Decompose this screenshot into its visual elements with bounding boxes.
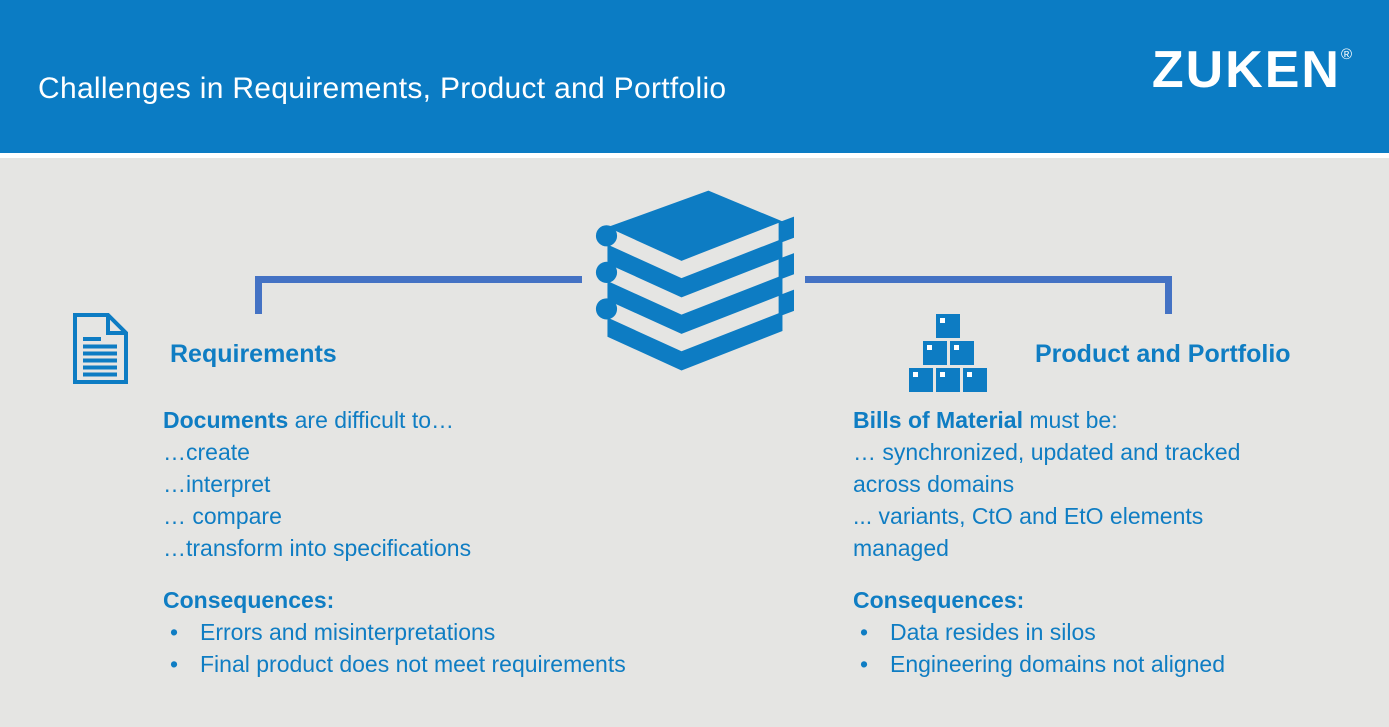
requirements-intro-bold: Documents: [163, 407, 289, 433]
consequences-heading: Consequences:: [163, 587, 335, 613]
bullet-marker: •: [170, 619, 179, 645]
consequence-text: Errors and misinterpretations: [200, 619, 496, 645]
bom-consequences: Consequences: • Data resides in silos • En…: [853, 584, 1389, 680]
bom-line: managed: [853, 535, 949, 561]
connector-right-horizontal: [805, 276, 1172, 283]
bullet-marker: •: [170, 651, 179, 677]
requirements-intro-rest: are difficult to…: [288, 407, 455, 433]
consequence-text: Final product does not meet requirements: [200, 651, 626, 677]
zuken-logo: ZUKEN®: [1152, 44, 1352, 96]
document-icon: [73, 313, 128, 384]
consequences-heading: Consequences:: [853, 587, 1025, 613]
requirements-consequences: Consequences: • Errors and misinterpretat…: [163, 584, 723, 680]
bullet-marker: •: [860, 651, 869, 677]
consequence-text: Data resides in silos: [890, 619, 1096, 645]
requirements-line: …interpret: [163, 471, 271, 497]
consequence-item: • Data resides in silos: [853, 616, 1389, 648]
bom-intro-bold: Bills of Material: [853, 407, 1023, 433]
consequence-item: • Final product does not meet requirement…: [163, 648, 723, 680]
bom-line: … synchronized, updated and tracked: [853, 439, 1241, 465]
books-stack-icon: [595, 190, 794, 371]
zuken-logo-text: ZUKEN: [1151, 41, 1341, 99]
bom-intro-line: Bills of Material must be:: [853, 404, 1389, 436]
header-divider: [0, 153, 1389, 158]
product-portfolio-text-block: Bills of Material must be: … synchronize…: [853, 404, 1389, 680]
registered-mark: ®: [1340, 46, 1352, 63]
consequence-item: • Errors and misinterpretations: [163, 616, 723, 648]
requirements-line: … compare: [163, 503, 282, 529]
bom-line: ... variants, CtO and EtO elements: [853, 503, 1204, 529]
connector-right-vertical: [1165, 276, 1172, 314]
requirements-heading: Requirements: [170, 340, 337, 368]
bom-line: across domains: [853, 471, 1015, 497]
requirements-line: …transform into specifications: [163, 535, 472, 561]
slide-title: Challenges in Requirements, Product and …: [38, 72, 727, 105]
bom-intro-rest: must be:: [1022, 407, 1118, 433]
consequence-item: • Engineering domains not aligned: [853, 648, 1389, 680]
requirements-intro-line: Documents are difficult to…: [163, 404, 723, 436]
consequence-text: Engineering domains not aligned: [890, 651, 1226, 677]
requirements-line: …create: [163, 439, 250, 465]
blocks-pyramid-icon: [909, 314, 987, 392]
connector-left-horizontal: [255, 276, 582, 283]
product-portfolio-heading: Product and Portfolio: [1035, 340, 1291, 368]
connector-left-vertical: [255, 276, 262, 314]
bullet-marker: •: [860, 619, 869, 645]
header-band: Challenges in Requirements, Product and …: [0, 0, 1389, 153]
requirements-text-block: Documents are difficult to… …create …int…: [163, 404, 723, 680]
